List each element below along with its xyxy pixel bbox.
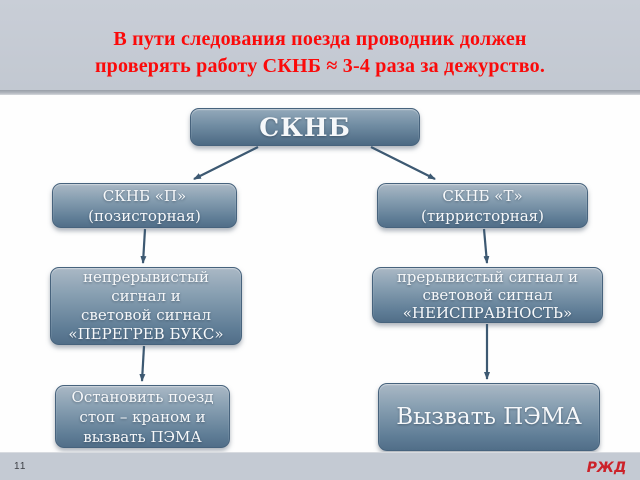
node-action-call-pema: Вызвать ПЭМА xyxy=(378,383,600,451)
page-number: 11 xyxy=(14,461,27,472)
slide-title: В пути следования поезда проводник долже… xyxy=(94,28,546,77)
footer-band: 11 РЖД xyxy=(0,452,640,480)
header-separator xyxy=(0,90,640,95)
node-sknb-t: СКНБ «Т» (тирристорная) xyxy=(377,183,588,228)
node-sknb-p: СКНБ «П» (позисторная) xyxy=(52,183,237,228)
title-band: В пути следования поезда проводник долже… xyxy=(0,0,640,90)
node-action-stop-train: Остановить поезд стоп – краном и вызвать… xyxy=(55,385,230,448)
node-signal-overheat: непрерывистый сигнал и световой сигнал «… xyxy=(50,267,242,345)
node-sknb-root: СКНБ xyxy=(190,108,420,146)
rzd-logo-icon: РЖД xyxy=(587,460,627,476)
rzd-logo-text: РЖД xyxy=(587,460,627,476)
node-signal-fault: прерывистый сигнал и световой сигнал «НЕ… xyxy=(372,267,603,323)
